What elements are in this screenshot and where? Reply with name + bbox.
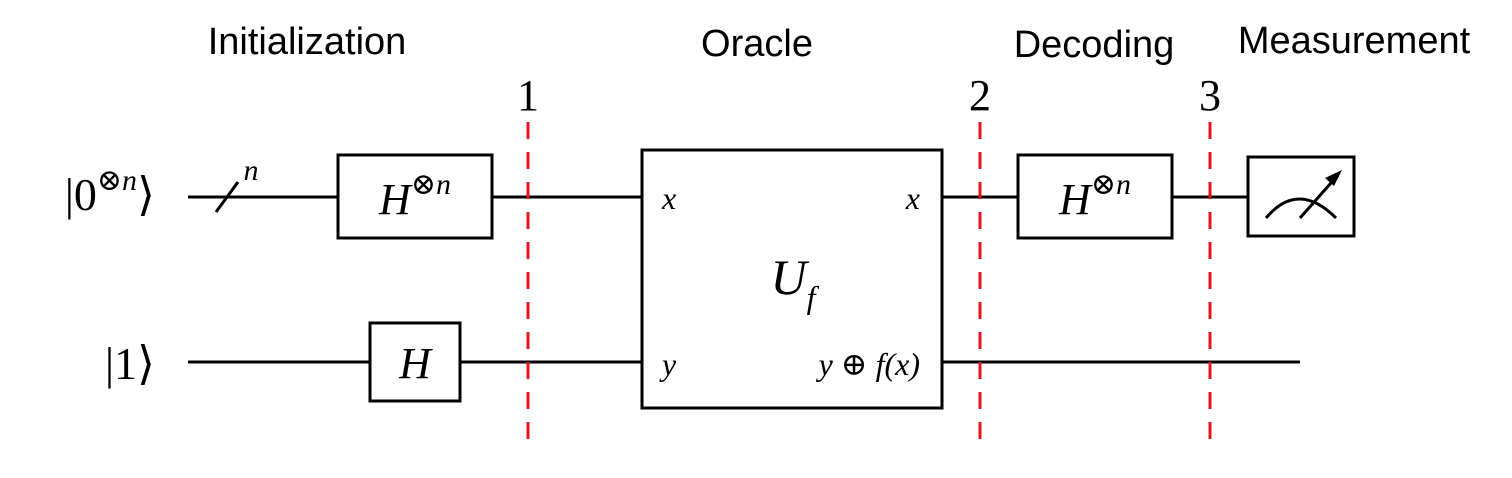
stage-label-decoding: Decoding: [1014, 24, 1175, 66]
hadamard-gate-ancilla-label: H: [398, 339, 433, 388]
stage-label-measurement: Measurement: [1238, 20, 1471, 62]
ket-top-superscript: ⊗n: [97, 164, 137, 197]
register-size-label: n: [244, 154, 259, 187]
qubit-label-top: |0⊗n⟩: [65, 164, 155, 220]
hadamard-gate-ancilla: [368, 321, 462, 403]
barrier-label-2: 2: [969, 71, 991, 120]
oracle-output-y-label: y ⊕ f(x): [816, 346, 920, 382]
stage-label-initialization: Initialization: [208, 21, 407, 63]
ket-bottom-value: 1: [114, 338, 137, 389]
barrier-label-1: 1: [517, 71, 539, 120]
hadamard-tensor-gate-initialization: [336, 153, 494, 240]
hadamard-tensor-gate-decoding-label: H⊗n: [1058, 168, 1131, 224]
measurement-meter-icon: [1246, 155, 1356, 238]
hadamard-tensor-gate-initialization-label: H⊗n: [378, 168, 451, 224]
barrier-label-3: 3: [1199, 71, 1221, 120]
oracle-output-x-label: x: [905, 180, 920, 216]
oracle-input-y-label: y: [659, 346, 677, 382]
qubit-label-bottom: |1⟩: [105, 338, 155, 389]
oracle-input-x-label: x: [661, 180, 676, 216]
oracle-gate-label: Uf: [771, 249, 820, 315]
stage-label-oracle: Oracle: [701, 23, 813, 65]
oracle-gate: [640, 148, 944, 410]
hadamard-tensor-gate-decoding: [1016, 153, 1174, 240]
ket-top-value: 0: [74, 169, 97, 220]
register-slash-icon: [214, 181, 240, 213]
